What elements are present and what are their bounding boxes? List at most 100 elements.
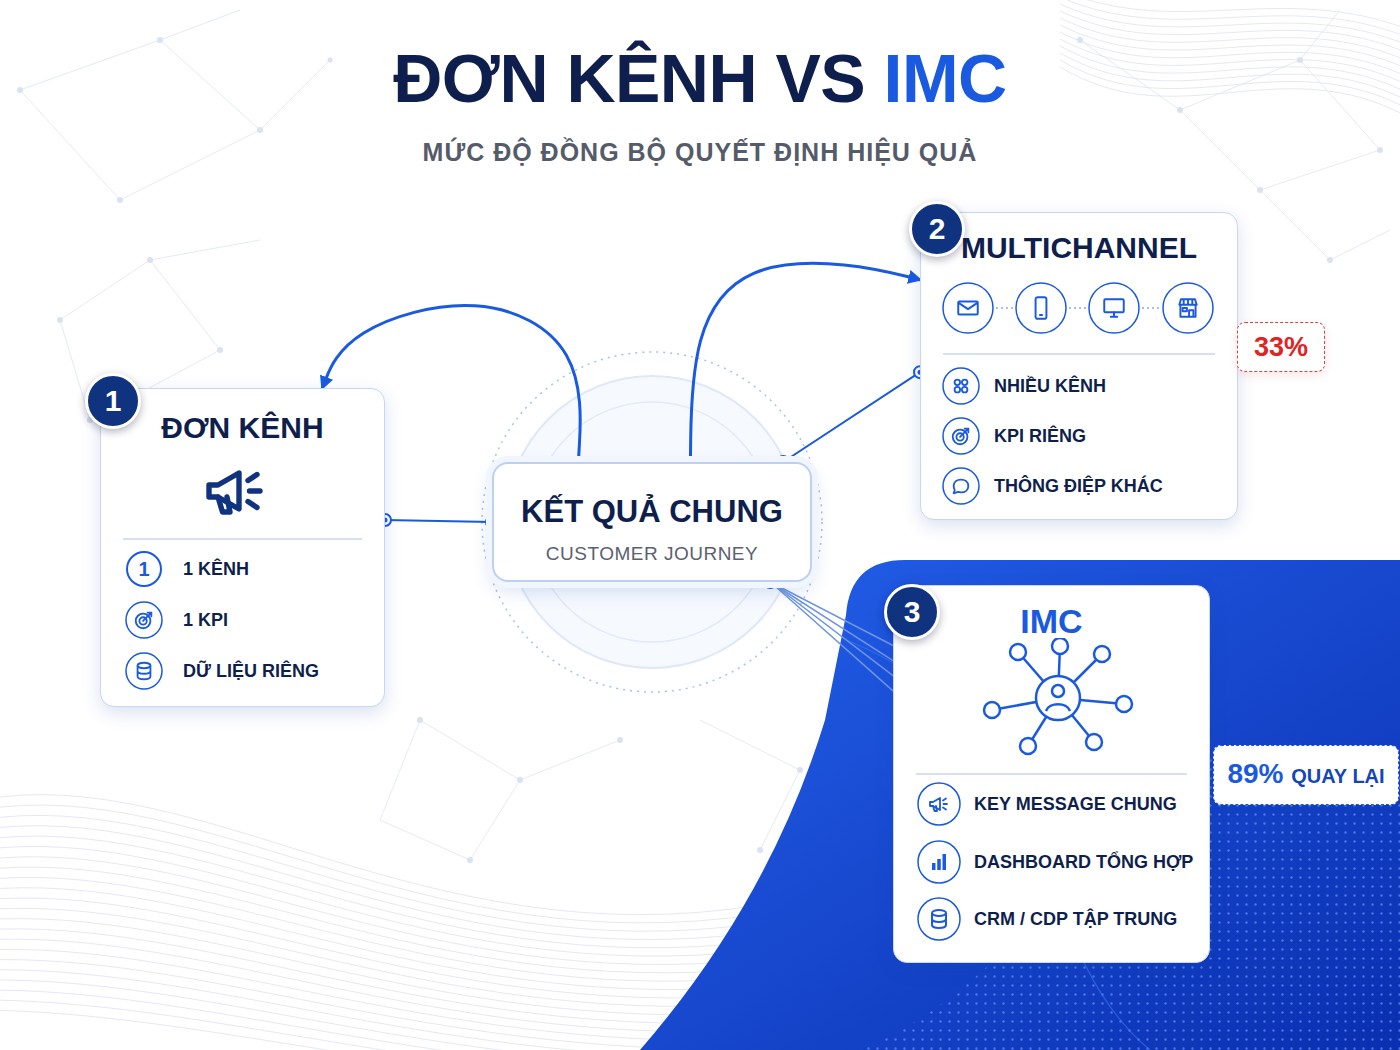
divider xyxy=(123,538,362,540)
dot xyxy=(517,777,523,783)
store-icon xyxy=(1179,299,1196,316)
title-word: ĐƠN xyxy=(393,40,566,116)
step-number: 1 xyxy=(85,373,141,429)
wave-line xyxy=(0,939,760,1032)
icon-ring xyxy=(1163,283,1213,333)
icon-ring xyxy=(918,841,960,883)
wave-line xyxy=(0,805,760,923)
box-heading: MULTICHANNEL xyxy=(961,231,1197,265)
feature-text: KPI RIÊNG xyxy=(994,424,1086,448)
dot xyxy=(17,87,23,93)
dotted-ring xyxy=(482,352,822,692)
dot xyxy=(797,767,803,773)
dot xyxy=(147,257,153,263)
wave-line xyxy=(0,898,760,998)
wave-line xyxy=(0,990,760,1050)
feature-text: KEY MESSAGE CHUNG xyxy=(974,792,1177,816)
connector-path xyxy=(690,263,920,462)
subtitle: MỨC ĐỘ ĐỒNG BỘ QUYẾT ĐỊNH HIỆU QUẢ xyxy=(0,136,1400,168)
box-subheading: CUSTOMER JOURNEY xyxy=(546,542,758,566)
feature-text: THÔNG ĐIỆP KHÁC xyxy=(994,474,1163,498)
icon-ring xyxy=(943,283,993,333)
connector-arrow xyxy=(690,263,920,462)
wave-line xyxy=(0,908,760,1006)
dot xyxy=(467,857,473,863)
dot xyxy=(417,717,423,723)
feature-text: DỮ LIỆU RIÊNG xyxy=(183,659,319,683)
box-heading: IMC xyxy=(1020,602,1082,640)
stat-callout: 33% xyxy=(1237,322,1325,372)
hub-rings xyxy=(482,352,822,692)
network-lines xyxy=(20,10,330,420)
dotted-link xyxy=(996,307,1013,309)
soft-ring xyxy=(506,376,798,668)
wave-line xyxy=(0,960,760,1050)
wave-line xyxy=(0,929,760,1024)
target-icon xyxy=(136,613,152,629)
feature-text: DASHBOARD TỔNG HỢP xyxy=(974,850,1193,874)
network-lines xyxy=(380,720,800,860)
feature-text: NHIỀU KÊNH xyxy=(994,374,1106,398)
step-number: 2 xyxy=(909,201,965,257)
connector-path xyxy=(385,520,492,522)
blue-region xyxy=(640,560,1400,1050)
icon-ring xyxy=(918,898,960,940)
dotted-link xyxy=(1142,307,1160,309)
dot xyxy=(1257,187,1263,193)
divider xyxy=(916,773,1187,775)
mega-icon xyxy=(209,473,260,512)
dot xyxy=(57,317,63,323)
result-box: KẾT QUẢ CHUNG CUSTOMER JOURNEY xyxy=(492,462,812,582)
wave-line xyxy=(0,877,760,981)
channel-box: 3IMCKEY MESSAGE CHUNGDASHBOARD TỔNG HỢPC… xyxy=(893,585,1210,963)
feature-text: 1 KÊNH xyxy=(183,557,249,581)
stat-text: 33% xyxy=(1254,331,1308,363)
connector-line xyxy=(379,514,498,528)
wave-line xyxy=(0,1000,760,1050)
icon-ring xyxy=(126,602,162,638)
icon-ring xyxy=(918,783,960,825)
dot xyxy=(617,737,623,743)
box-heading: ĐƠN KÊNH xyxy=(161,411,323,445)
db-icon xyxy=(932,910,946,928)
wave-line xyxy=(1060,46,1400,94)
channel-box: 2MULTICHANNELNHIỀU KÊNHKPI RIÊNGTHÔNG ĐI… xyxy=(920,212,1238,520)
grid-icon xyxy=(955,380,968,393)
icon-ring xyxy=(943,468,979,504)
stat-text: 89% QUAY LẠI xyxy=(1227,758,1384,792)
connector-path xyxy=(783,372,920,462)
stat-callout: 89% QUAY LẠI xyxy=(1213,745,1399,805)
connector-path xyxy=(770,582,893,691)
monitor-icon xyxy=(1104,299,1124,316)
hub-icon xyxy=(984,638,1132,754)
divider xyxy=(943,353,1215,355)
chat-icon xyxy=(954,480,969,494)
stat-part: 89% xyxy=(1227,758,1291,789)
dot xyxy=(757,847,763,853)
dot xyxy=(217,347,223,353)
title-word: VS xyxy=(775,40,883,116)
wave-line xyxy=(1060,32,1400,78)
wave-line xyxy=(1060,25,1400,70)
dotted-link xyxy=(1069,307,1086,309)
box-heading: KẾT QUẢ CHUNG xyxy=(521,494,783,530)
dot xyxy=(1327,257,1333,263)
wave-line xyxy=(0,888,760,990)
connector-line xyxy=(777,366,926,468)
icon-ring xyxy=(1016,283,1066,333)
icon-ring xyxy=(943,368,979,404)
wave-line xyxy=(1060,60,1400,110)
wave-line xyxy=(0,795,760,915)
wave-line xyxy=(1060,39,1400,86)
icon-ring xyxy=(1089,283,1139,333)
dot xyxy=(117,197,123,203)
wave-line xyxy=(1060,0,1400,30)
title-word: KÊNH xyxy=(566,40,775,116)
feature-text: 1 KPI xyxy=(183,608,228,632)
bars-icon xyxy=(932,854,946,870)
wave-line xyxy=(1060,67,1400,118)
db-icon xyxy=(138,663,151,680)
dot xyxy=(328,58,333,63)
